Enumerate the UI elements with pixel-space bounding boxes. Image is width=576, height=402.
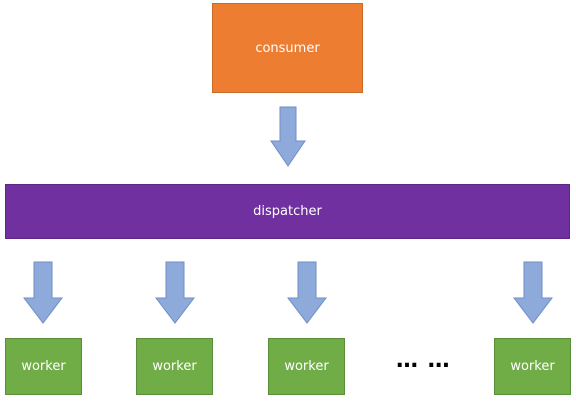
worker-label: worker bbox=[152, 359, 197, 374]
consumer-label: consumer bbox=[255, 40, 320, 56]
down-arrow-icon bbox=[22, 261, 64, 324]
worker-label: worker bbox=[21, 359, 66, 374]
consumer-node: consumer bbox=[212, 3, 363, 93]
down-arrow-icon bbox=[270, 106, 306, 167]
worker-node: worker bbox=[5, 338, 82, 395]
down-arrow-icon bbox=[286, 261, 328, 324]
worker-node: worker bbox=[268, 338, 345, 395]
worker-label: worker bbox=[510, 359, 555, 374]
worker-node: worker bbox=[136, 338, 213, 395]
ellipsis-marker: … … bbox=[396, 348, 451, 373]
dispatcher-label: dispatcher bbox=[253, 204, 322, 219]
worker-node: worker bbox=[494, 338, 571, 395]
dispatcher-node: dispatcher bbox=[5, 184, 570, 239]
down-arrow-icon bbox=[154, 261, 196, 324]
down-arrow-icon bbox=[512, 261, 554, 324]
worker-label: worker bbox=[284, 359, 329, 374]
